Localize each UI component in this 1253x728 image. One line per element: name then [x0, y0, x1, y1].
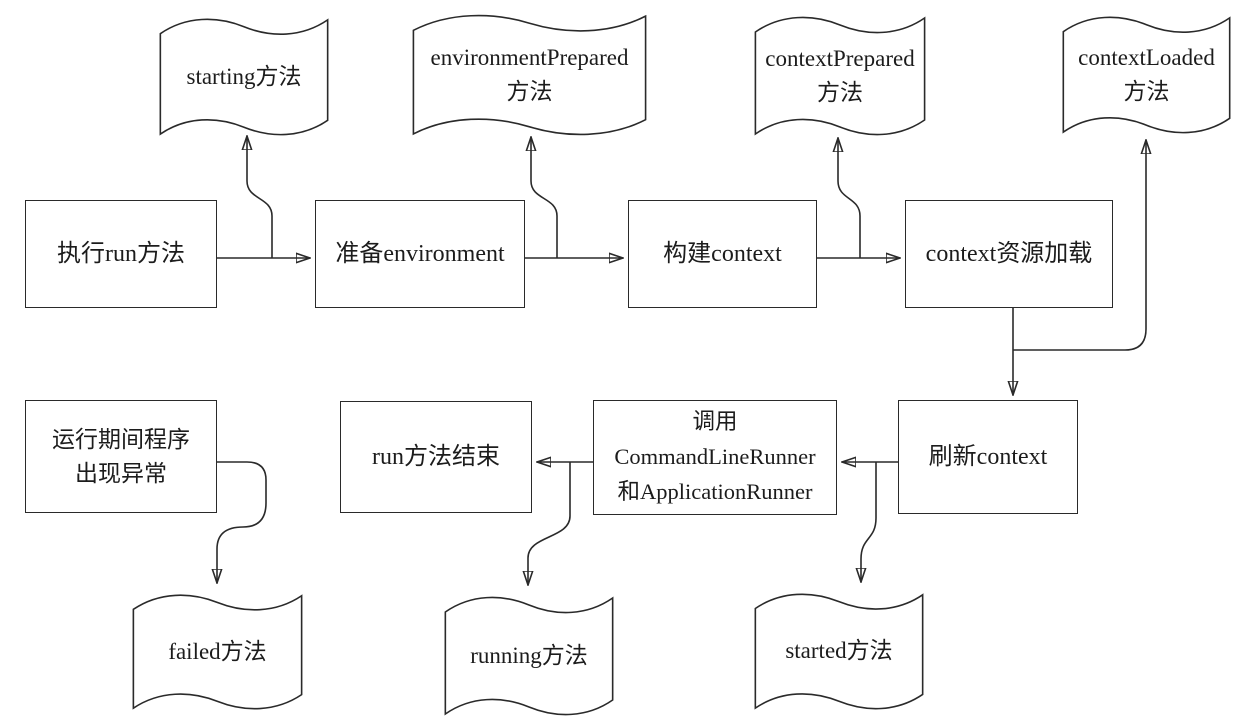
doc-failed-method: failed方法	[128, 588, 307, 714]
doc-label: failed方法	[168, 638, 267, 664]
wavy-document-shape	[440, 590, 618, 720]
step-build-context: 构建context	[628, 200, 817, 308]
step-label: 刷新context	[928, 443, 1048, 470]
doc-context-prepared-method: contextPrepared 方法	[750, 10, 930, 140]
wavy-document-shape	[750, 10, 930, 140]
arrow-exception-to-failed-doc	[217, 461, 267, 583]
wavy-document-shape	[1058, 10, 1235, 138]
step-execute-run-method: 执行run方法	[25, 200, 217, 308]
step-label: 运行期间程序 出现异常	[52, 427, 190, 486]
step-runtime-exception: 运行期间程序 出现异常	[25, 400, 217, 513]
step-label: 执行run方法	[57, 240, 185, 267]
arrow-branch-to-context-prepared-doc	[838, 138, 861, 258]
wavy-document-shape	[406, 8, 653, 140]
arrow-branch-to-starting-doc	[247, 136, 273, 258]
arrow-branch-to-environment-prepared-doc	[531, 137, 558, 258]
step-call-runners: 调用 CommandLineRunner 和ApplicationRunner	[593, 400, 837, 515]
step-load-context-resources: context资源加载	[905, 200, 1113, 308]
doc-context-loaded-method: contextLoaded 方法	[1058, 10, 1235, 138]
doc-label: contextPrepared 方法	[765, 45, 915, 106]
wavy-document-shape	[155, 12, 333, 140]
arrow-branch-to-running-doc	[528, 462, 571, 585]
doc-label: running方法	[470, 642, 588, 668]
step-prepare-environment: 准备environment	[315, 200, 525, 308]
step-label: context资源加载	[925, 240, 1093, 267]
doc-starting-method: starting方法	[155, 12, 333, 140]
doc-label: started方法	[785, 638, 893, 664]
wavy-document-shape	[128, 588, 307, 714]
step-label: 准备environment	[335, 240, 505, 267]
step-run-method-end: run方法结束	[340, 401, 532, 513]
doc-started-method: started方法	[750, 587, 928, 714]
step-label: 构建context	[663, 240, 782, 267]
doc-label: contextLoaded 方法	[1078, 44, 1215, 105]
step-label: run方法结束	[372, 443, 500, 470]
step-refresh-context: 刷新context	[898, 400, 1078, 514]
arrow-branch-to-context-loaded-doc	[1013, 140, 1146, 351]
doc-label: starting方法	[186, 63, 302, 89]
doc-running-method: running方法	[440, 590, 618, 720]
arrow-branch-to-started-doc	[861, 462, 877, 582]
doc-environment-prepared-method: environmentPrepared 方法	[406, 8, 653, 140]
step-label: 调用 CommandLineRunner 和ApplicationRunner	[614, 409, 816, 504]
doc-label: environmentPrepared 方法	[430, 44, 629, 105]
wavy-document-shape	[750, 587, 928, 714]
